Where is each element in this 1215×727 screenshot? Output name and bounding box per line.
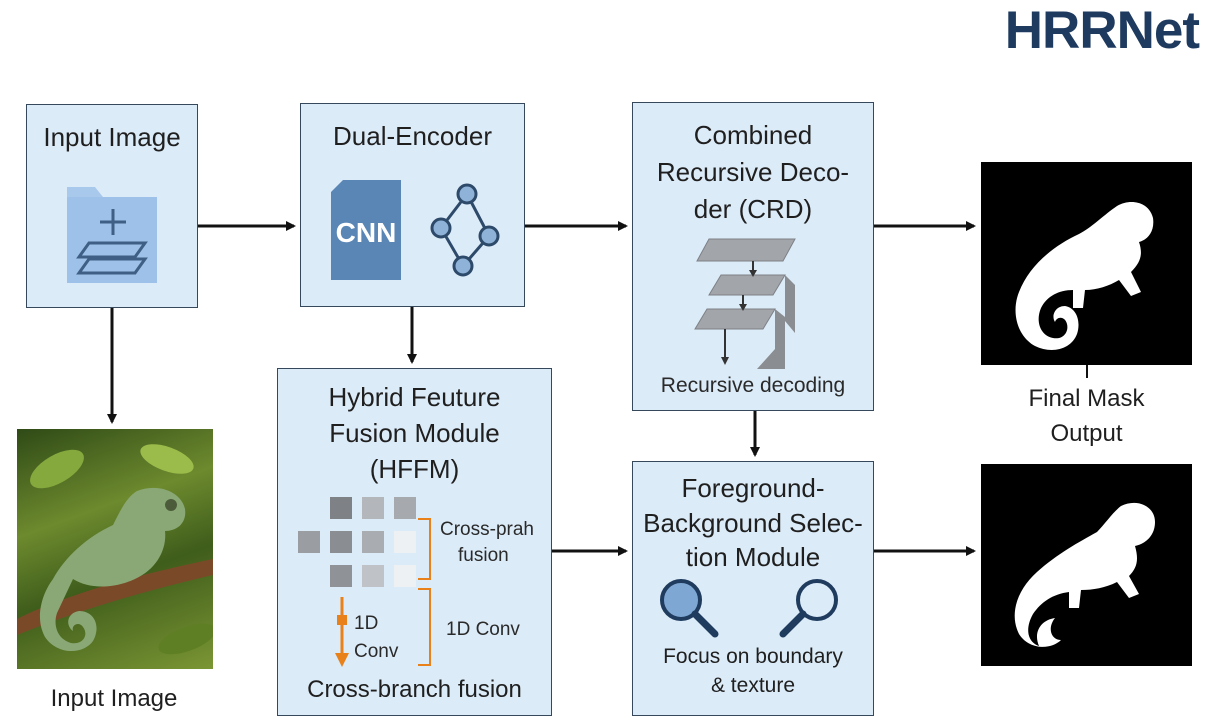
fbs-title-line-3: tion Module bbox=[685, 542, 821, 572]
conv-label-right: 1D Conv bbox=[446, 619, 520, 640]
fbs-caption-line-1: Focus on boundary bbox=[663, 645, 843, 668]
cross-graph-label-line-2: fusion bbox=[458, 545, 509, 566]
conv-label-left-line-2: Conv bbox=[354, 641, 399, 662]
fbs-box: Foreground- Background Selec- tion Modul… bbox=[632, 461, 874, 716]
crd-box: Combined Recursive Deco- der (CRD) Recur… bbox=[632, 102, 874, 411]
crd-title-line-3: der (CRD) bbox=[693, 194, 813, 224]
crd-caption: Recursive decoding bbox=[660, 374, 846, 397]
input-photo-label: Input Image bbox=[50, 685, 178, 712]
chameleon-mask-icon bbox=[1014, 502, 1155, 647]
chameleon-photo-illustration bbox=[17, 444, 213, 655]
recursive-decoder-layers-icon bbox=[694, 238, 796, 369]
cross-graph-label-line-1: Cross-prah bbox=[440, 519, 534, 540]
conv-label-left-line-1: 1D bbox=[354, 613, 379, 634]
bracket-icon bbox=[418, 518, 431, 666]
crd-title-line-1: Combined bbox=[693, 120, 813, 150]
graph-network-icon bbox=[430, 183, 500, 277]
fbs-title-line-2: Background Selec- bbox=[643, 508, 863, 538]
feature-grid-icon bbox=[298, 497, 416, 587]
input-photo bbox=[17, 429, 213, 669]
fbs-caption-line-2: & texture bbox=[710, 674, 796, 697]
brand-title: HRRNet bbox=[1004, 1, 1200, 60]
input-image-box: Input Image bbox=[26, 104, 198, 308]
cnn-label: CNN bbox=[336, 217, 397, 248]
final-mask-bottom bbox=[981, 464, 1192, 666]
chameleon-mask-icon bbox=[1015, 202, 1154, 350]
dual-encoder-title: Dual-Encoder bbox=[333, 121, 492, 151]
magnifier-filled-icon bbox=[660, 579, 719, 638]
final-mask-label-line-1: Final Mask bbox=[1028, 385, 1145, 412]
dual-encoder-box: Dual-Encoder CNN bbox=[300, 103, 525, 307]
hffm-box: Hybrid Feuture Fusion Module (HFFM) Cros… bbox=[277, 368, 552, 716]
hffm-caption: Cross-branch fusion bbox=[307, 676, 522, 703]
final-mask-label-line-2: Output bbox=[1050, 420, 1123, 447]
cnn-block-icon: CNN bbox=[331, 180, 401, 280]
fbs-title-line-1: Foreground- bbox=[681, 473, 825, 503]
final-mask-top bbox=[981, 162, 1192, 365]
hffm-title-line-1: Hybrid Feuture bbox=[328, 382, 501, 412]
hffm-title-line-2: Fusion Module bbox=[329, 418, 500, 448]
magnifier-outline-icon bbox=[779, 579, 838, 638]
conv-arrow-icon bbox=[335, 597, 349, 667]
crd-title-line-2: Recursive Deco- bbox=[656, 157, 850, 187]
input-image-title: Input Image bbox=[43, 122, 181, 152]
folder-icon bbox=[67, 187, 157, 283]
hffm-title-line-3: (HFFM) bbox=[369, 454, 460, 484]
